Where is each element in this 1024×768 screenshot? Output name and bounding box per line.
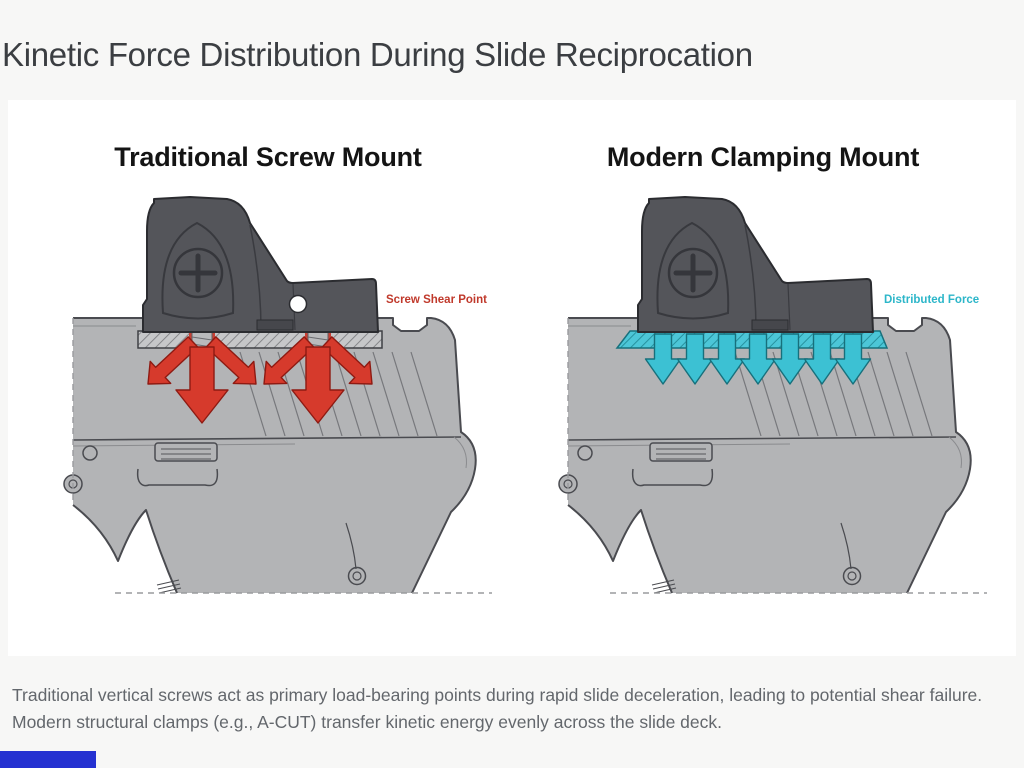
figure-caption: Traditional vertical screws act as prima… — [12, 685, 983, 733]
panel-heading-traditional: Traditional Screw Mount — [114, 142, 422, 172]
pistol-slide-clamp-mount-illustration — [555, 185, 1024, 655]
page-title: Kinetic Force Distribution During Slide … — [2, 36, 753, 73]
bottom-left-blue-bar — [0, 751, 96, 768]
screw-shear-point-label: Screw Shear Point — [386, 294, 487, 306]
panel-heading-modern: Modern Clamping Mount — [606, 142, 920, 172]
pistol-slide-screw-mount-illustration — [60, 185, 530, 655]
comparison-figure: Traditional Screw Mount Modern Clamping … — [8, 100, 1016, 656]
distributed-force-label: Distributed Force — [884, 294, 980, 306]
